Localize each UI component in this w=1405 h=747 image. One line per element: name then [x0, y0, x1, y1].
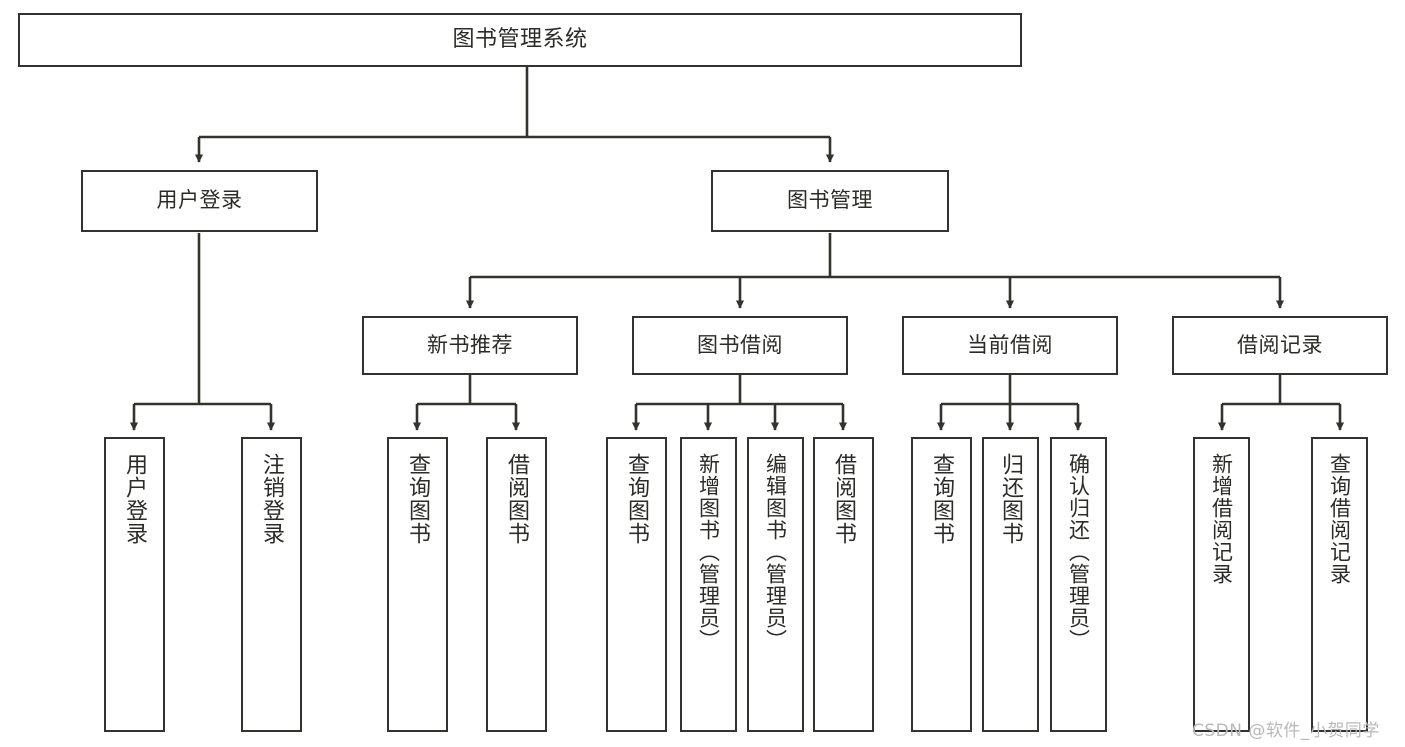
node-label: 查询图书 [624, 453, 650, 545]
node-user-login[interactable]: 用户登录 [81, 170, 318, 232]
leaf-book-borrow-borrow[interactable]: 借阅图书 [813, 437, 874, 732]
leaf-new-book-query[interactable]: 查询图书 [387, 437, 448, 732]
node-label: 查询借阅记录 [1327, 453, 1352, 585]
node-book-borrow[interactable]: 图书借阅 [632, 316, 848, 375]
leaf-borrow-record-add[interactable]: 新增借阅记录 [1193, 437, 1250, 732]
node-root-system[interactable]: 图书管理系统 [18, 13, 1022, 67]
node-label: 编辑图书（管理员） [763, 453, 788, 651]
node-label: 查询图书 [405, 453, 431, 545]
node-label: 用户登录 [156, 188, 243, 213]
leaf-user-login-logout[interactable]: 注销登录 [241, 437, 302, 732]
csdn-watermark: CSDN @软件_小贺同学 [1192, 721, 1380, 741]
node-label: 查询图书 [929, 453, 955, 545]
node-label: 新书推荐 [427, 332, 513, 357]
node-label: 新增图书（管理员） [696, 453, 721, 651]
leaf-current-borrow-confirm[interactable]: 确认归还（管理员） [1050, 437, 1107, 732]
leaf-current-borrow-query[interactable]: 查询图书 [911, 437, 972, 732]
node-label: 借阅图书 [831, 453, 857, 545]
node-label: 图书管理系统 [452, 26, 588, 52]
leaf-current-borrow-return[interactable]: 归还图书 [982, 437, 1039, 732]
node-label: 图书借阅 [697, 332, 783, 357]
node-label: 图书管理 [787, 188, 873, 213]
leaf-book-borrow-query[interactable]: 查询图书 [606, 437, 667, 732]
leaf-new-book-borrow[interactable]: 借阅图书 [486, 437, 547, 732]
leaf-user-login-login[interactable]: 用户登录 [104, 437, 165, 732]
leaf-book-borrow-edit[interactable]: 编辑图书（管理员） [747, 437, 804, 732]
node-new-book-recommend[interactable]: 新书推荐 [362, 316, 578, 375]
node-label: 借阅记录 [1237, 332, 1323, 357]
leaf-borrow-record-query[interactable]: 查询借阅记录 [1311, 437, 1368, 732]
node-label: 用户登录 [122, 453, 148, 545]
node-label: 借阅图书 [504, 453, 530, 545]
node-borrow-record[interactable]: 借阅记录 [1172, 316, 1388, 375]
node-label: 确认归还（管理员） [1066, 453, 1091, 651]
node-label: 注销登录 [259, 453, 285, 545]
node-book-management[interactable]: 图书管理 [711, 170, 949, 232]
leaf-book-borrow-add[interactable]: 新增图书（管理员） [680, 437, 737, 732]
node-label: 当前借阅 [967, 332, 1053, 357]
node-label: 新增借阅记录 [1209, 453, 1234, 585]
node-label: 归还图书 [998, 453, 1024, 545]
node-current-borrow[interactable]: 当前借阅 [902, 316, 1118, 375]
